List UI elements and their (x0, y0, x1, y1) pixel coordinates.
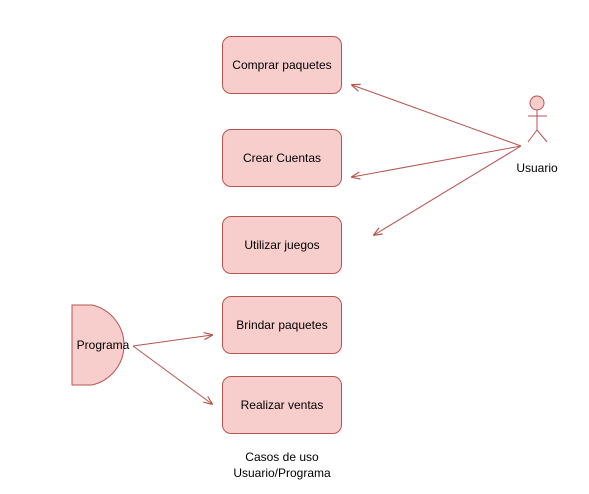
connector-usuario-utilizar (374, 145, 522, 235)
use-case-label: Realizar ventas (240, 398, 324, 412)
use-case-comprar-paquetes[interactable]: Comprar paquetes (222, 36, 342, 94)
use-case-label: Crear Cuentas (242, 151, 322, 165)
caption-line-1: Casos de uso (245, 450, 319, 464)
use-case-label: Brindar paquetes (236, 318, 328, 332)
diagram-caption: Casos de uso Usuario/Programa (222, 449, 342, 481)
programa-label: Programa (76, 338, 130, 352)
connector-programa-realizar (132, 345, 212, 404)
usuario-actor-icon[interactable] (527, 95, 548, 143)
use-case-label: Comprar paquetes (232, 58, 332, 72)
connector-usuario-comprar (352, 85, 522, 147)
use-case-utilizar-juegos[interactable]: Utilizar juegos (222, 216, 342, 274)
use-case-brindar-paquetes[interactable]: Brindar paquetes (222, 296, 342, 354)
connector-usuario-crear (352, 145, 522, 177)
caption-line-2: Usuario/Programa (233, 466, 331, 480)
use-case-realizar-ventas[interactable]: Realizar ventas (222, 376, 342, 434)
use-case-label: Utilizar juegos (244, 238, 320, 252)
usuario-label: Usuario (516, 161, 558, 175)
connector-programa-brindar (132, 335, 212, 347)
programa-shape[interactable] (71, 304, 125, 386)
use-case-crear-cuentas[interactable]: Crear Cuentas (222, 129, 342, 187)
